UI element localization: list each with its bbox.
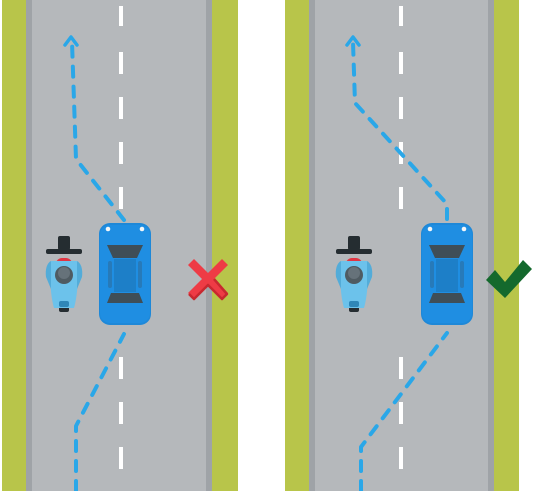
car <box>421 223 473 325</box>
road-edge-left <box>309 0 315 491</box>
car <box>99 223 151 325</box>
scene-correct <box>285 0 532 491</box>
road-edge-right <box>206 0 212 491</box>
scene-incorrect <box>2 0 238 491</box>
road-edge-left <box>26 0 32 491</box>
road-edge-right <box>488 0 494 491</box>
